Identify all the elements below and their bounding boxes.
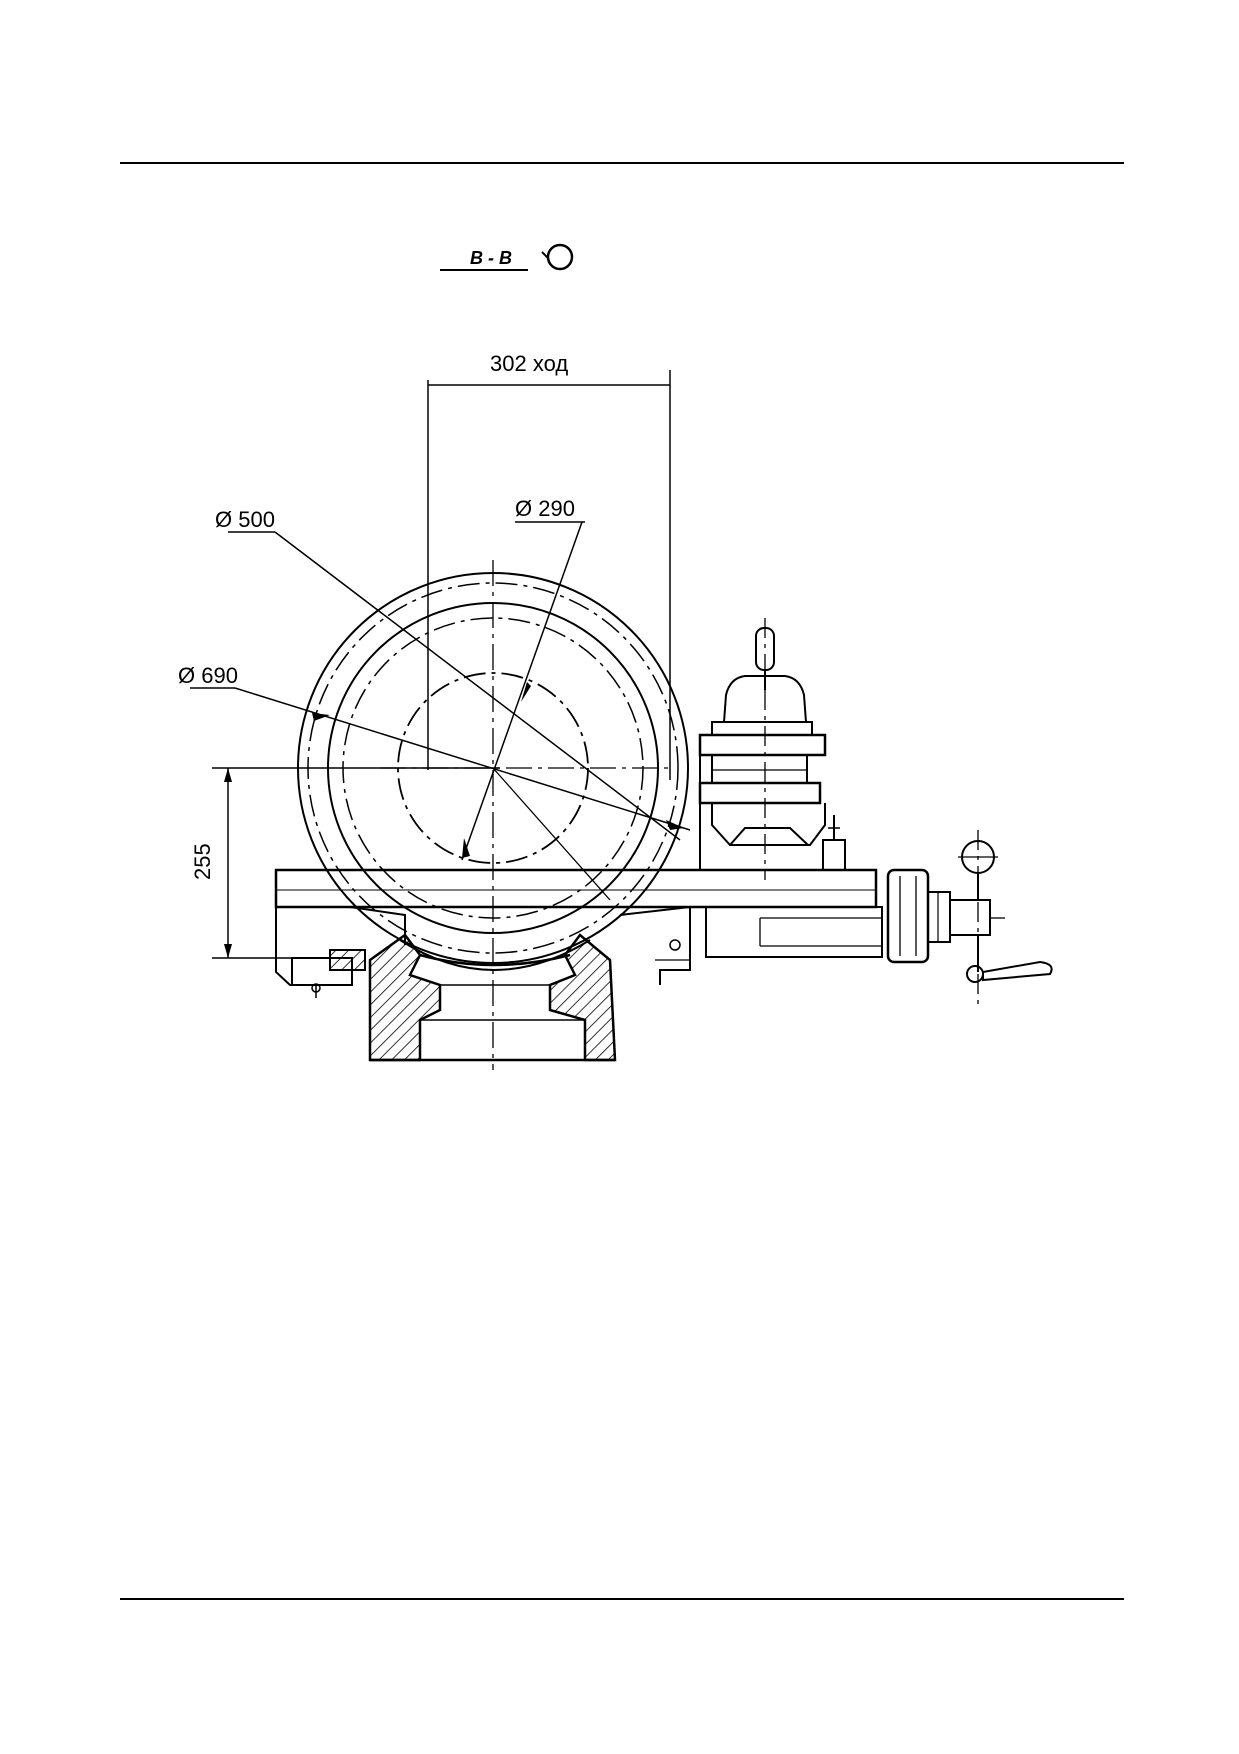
dim-dia-690-text: Ø 690 [178,663,238,688]
dimension-dia-290: Ø 290 [461,496,585,861]
dim-dia-500-text: Ø 500 [215,507,275,532]
dim-stroke-text: 302 ход [490,351,568,376]
dim-height-255-text: 255 [190,843,215,880]
dimension-dia-500: Ø 500 [215,507,681,841]
dimension-height-255: 255 [190,767,500,959]
chuck-circles [297,560,689,1070]
rotation-circle-icon [546,243,574,271]
bottom-rule [120,1598,1124,1600]
carriage-bed [274,868,1005,964]
base-section [329,933,617,1062]
dimension-dia-690: Ø 690 [178,663,691,831]
section-label: В - В [440,243,574,271]
feed-handle [958,830,1053,1010]
section-label-text: В - В [470,248,512,268]
top-rule [120,162,1124,164]
tool-post [698,618,846,880]
dim-dia-290-text: Ø 290 [515,496,575,521]
